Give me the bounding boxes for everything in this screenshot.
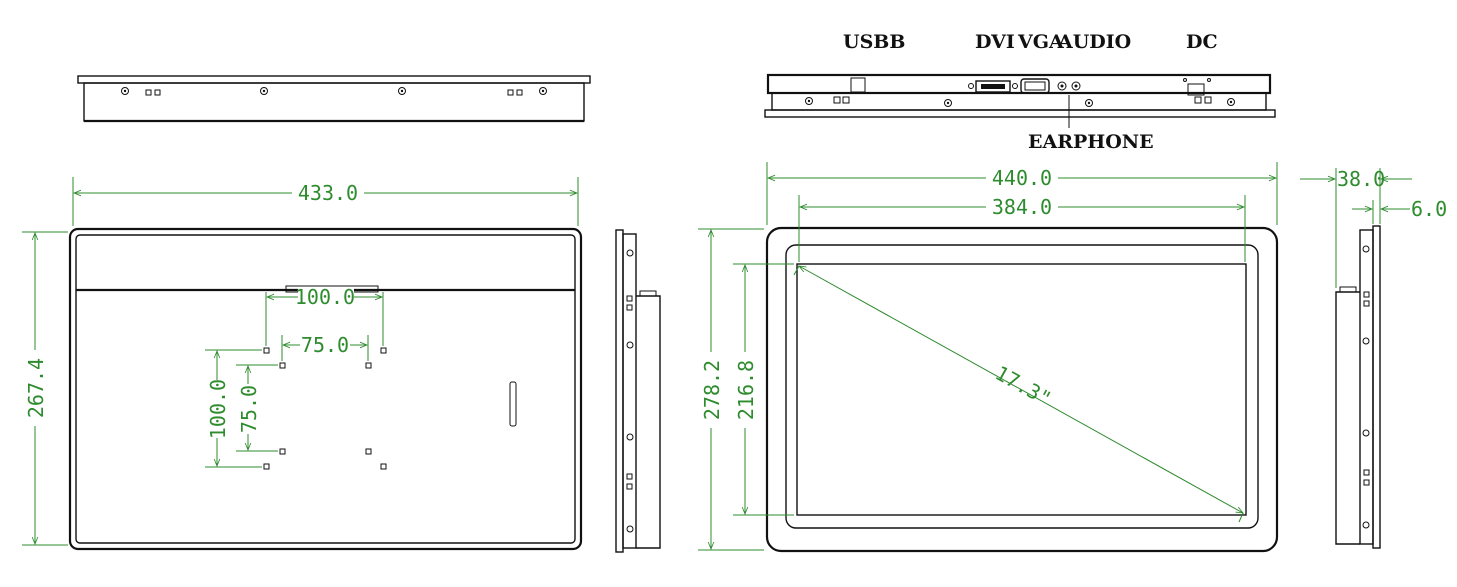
dim-text-vesa-inner-h: 75.0: [237, 385, 261, 433]
vga-port-icon: [1020, 78, 1050, 94]
screw-icon: [805, 97, 1235, 107]
dim-screen-height: [733, 263, 794, 516]
dim-front-width: [766, 162, 1278, 225]
dim-diagonal: [793, 266, 1243, 523]
dim-text-back-height: 267.4: [24, 358, 48, 418]
label-audio: AUDIO: [1057, 31, 1131, 53]
dc-jack-icon: [1187, 83, 1205, 96]
bottom-view-connectors: [764, 73, 1276, 128]
side-view-right: [1335, 225, 1381, 549]
vesa-hole-icon: [263, 347, 387, 470]
dim-text-back-width: 433.0: [298, 181, 358, 205]
screw-icon: [626, 249, 634, 533]
label-dc: DC: [1186, 31, 1218, 53]
rear-view: [68, 227, 583, 551]
label-earphone: EARPHONE: [1028, 131, 1154, 153]
dim-text-screen-width: 384.0: [992, 195, 1052, 219]
dvi-port-icon: [968, 80, 1018, 93]
dim-text-front-height: 278.2: [700, 360, 724, 420]
dim-text-bezel: 6.0: [1411, 197, 1447, 221]
dim-text-diagonal: 17.3": [991, 361, 1055, 411]
dim-text-vesa-outer-h: 100.0: [206, 379, 230, 439]
dim-text-front-width: 440.0: [992, 166, 1052, 190]
side-view-left: [615, 229, 661, 553]
dim-text-vesa-inner-w: 75.0: [301, 333, 349, 357]
audio-jack-icon: [1057, 81, 1081, 91]
dim-back-width: [72, 177, 579, 226]
dim-depth: [1300, 168, 1412, 288]
top-view-back: [77, 75, 591, 123]
label-dvi: DVI: [975, 31, 1015, 53]
dim-back-height: [22, 231, 68, 546]
screw-icon: [121, 87, 547, 95]
dim-screen-width: [798, 195, 1246, 262]
bracket-slot-icon: [145, 89, 523, 96]
vent-slot: [509, 381, 517, 427]
dim-front-height: [698, 228, 764, 551]
dim-text-depth: 38.0: [1337, 167, 1385, 191]
bracket-slot-icon: [833, 96, 1212, 104]
dim-text-vesa-outer-w: 100.0: [295, 285, 355, 309]
front-view: [765, 226, 1279, 553]
usb-port-icon: [850, 77, 866, 93]
dim-vesa: [205, 288, 384, 468]
label-usbb: USBB: [843, 31, 905, 53]
label-vga: VGA: [1017, 31, 1064, 53]
dim-text-screen-height: 216.8: [734, 360, 758, 420]
screw-icon: [1362, 245, 1370, 529]
